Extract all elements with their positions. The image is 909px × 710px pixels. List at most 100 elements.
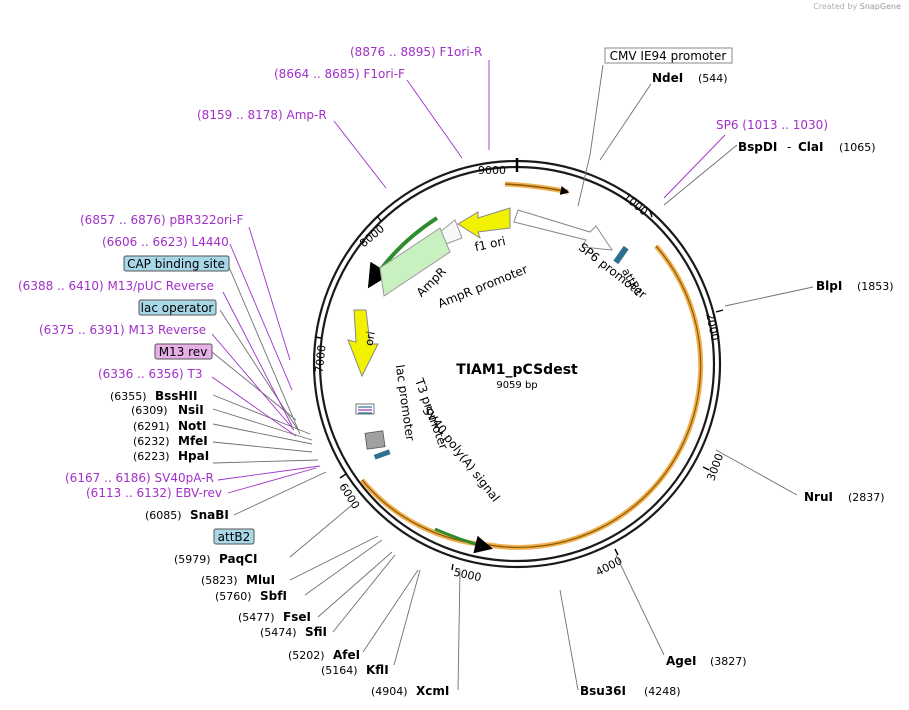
boxed-label-bg	[604, 47, 733, 64]
feature-label-f1-ori: f1 ori	[473, 234, 507, 254]
enzyme-name: NdeI	[652, 71, 683, 85]
primer-labels: (8876 .. 8895) F1ori-R (8664 .. 8685) F1…	[18, 45, 828, 500]
enzyme-name: XcmI	[416, 684, 449, 698]
sv40-block	[364, 430, 386, 450]
enzyme-name: BspDI	[738, 140, 777, 154]
primer-label: (6857 .. 6876) pBR322ori-F	[80, 213, 244, 227]
primer-label: (6375 .. 6391) M13 Reverse	[39, 323, 206, 337]
enzyme-pos: (6355)	[110, 390, 147, 403]
primer-label: (8876 .. 8895) F1ori-R	[350, 45, 482, 59]
enzyme-pos: (5823)	[201, 574, 238, 587]
enzyme-pos: (6309)	[131, 404, 168, 417]
f1-ori-arrow	[457, 207, 511, 240]
snapgene-logo-text: SnapGene	[859, 2, 901, 11]
enzyme-labels: NdeI (544) BspDI - ClaI (1065) BlpI (185…	[110, 71, 894, 698]
enzyme-name: BssHII	[155, 389, 197, 403]
enzyme-name: SnaBI	[190, 508, 229, 522]
orf-arc-top-line	[504, 183, 570, 195]
enzyme-name: MfeI	[178, 434, 208, 448]
credit-prefix: Created by	[813, 2, 858, 11]
enzyme-pos: (5474)	[260, 626, 297, 639]
boxed-label-bg	[138, 299, 217, 316]
enzyme-pos: (3827)	[710, 655, 747, 668]
orf-arcs	[360, 181, 704, 554]
primer-label: (6113 .. 6132) EBV-rev	[86, 486, 222, 500]
feature-label-sv40: SV40 poly(A) signal	[419, 404, 502, 505]
enzyme-name: AgeI	[666, 654, 696, 668]
tick-label: 4000	[594, 554, 625, 579]
boxed-label-bg	[213, 528, 255, 545]
boxed-labels: CMV IE94 promoter CAP binding site lac o…	[123, 47, 733, 545]
enzyme-name: MluI	[246, 573, 275, 587]
tick-label: 9000	[478, 164, 506, 177]
enzyme-pos: (6291)	[133, 420, 170, 433]
boxed-label-cmv: CMV IE94 promoter	[610, 49, 727, 63]
tick-label: 8000	[357, 222, 387, 250]
plasmid-length: 9059 bp	[496, 380, 537, 391]
ori-arrow	[347, 309, 379, 378]
enzyme-pos: (5760)	[215, 590, 252, 603]
tick-label: 3000	[704, 452, 726, 483]
enzyme-sep: -	[787, 140, 791, 154]
boxed-label-cap: CAP binding site	[127, 257, 225, 271]
boxed-label-bg	[123, 255, 230, 272]
green-arc-left	[367, 216, 439, 289]
primer-label: SP6 (1013 .. 1030)	[716, 118, 828, 132]
enzyme-name: NsiI	[178, 403, 204, 417]
green-orf-arc	[434, 527, 493, 554]
enzyme-name: NruI	[804, 490, 833, 504]
enzyme-name: PaqCI	[219, 552, 257, 566]
enzyme-pos: (4248)	[644, 685, 681, 698]
primer-label: (6336 .. 6356) T3	[98, 367, 202, 381]
orf-arc-main	[360, 244, 704, 550]
enzyme-pos: (6223)	[133, 450, 170, 463]
sp6-promoter-arrow	[513, 209, 614, 251]
enzyme-pos: (4904)	[371, 685, 408, 698]
enzyme-name: KflI	[366, 663, 389, 677]
leader-lines	[211, 64, 814, 691]
boxed-label-attb2: attB2	[218, 530, 251, 544]
enzyme-pos: (5979)	[174, 553, 211, 566]
enzyme-pos: (1853)	[857, 280, 894, 293]
enzyme-pos: (5202)	[288, 649, 325, 662]
plasmid-name: TIAM1_pCSdest	[456, 362, 578, 378]
enzyme-name: FseI	[283, 610, 311, 624]
enzyme-name: SfiI	[305, 625, 327, 639]
orf-arc-main-line	[361, 245, 702, 548]
enzyme-pos: (1065)	[839, 141, 876, 154]
features	[347, 207, 629, 460]
enzyme-pos: (544)	[698, 72, 728, 85]
primer-label: (8664 .. 8685) F1ori-F	[274, 67, 405, 81]
primer-label: (8159 .. 8178) Amp-R	[197, 108, 327, 122]
primer-label: (6167 .. 6186) SV40pA-R	[65, 471, 214, 485]
attb2-block	[373, 449, 391, 460]
enzyme-pos: (6232)	[133, 435, 170, 448]
boxed-label-lac-operator: lac operator	[141, 301, 214, 315]
enzyme-name: AfeI	[333, 648, 360, 662]
enzyme-pos: (6085)	[145, 509, 182, 522]
enzyme-name: ClaI	[798, 140, 823, 154]
feature-label-lac-promoter: lac promoter	[393, 364, 418, 442]
feature-label-ori: ori	[362, 330, 377, 346]
primer-label: (6606 .. 6623) L4440	[102, 235, 229, 249]
tick-label: 5000	[452, 566, 482, 585]
tick-label: 7000	[313, 344, 329, 373]
boxed-label-bg	[154, 343, 213, 360]
credit-text: Created by SnapGene	[813, 2, 901, 11]
attb1-block	[613, 245, 629, 265]
enzyme-pos: (5164)	[321, 664, 358, 677]
enzyme-pos: (2837)	[848, 491, 885, 504]
enzyme-pos: (5477)	[238, 611, 275, 624]
enzyme-name: NotI	[178, 419, 207, 433]
primer-leaders	[211, 60, 726, 494]
primer-label: (6388 .. 6410) M13/pUC Reverse	[18, 279, 214, 293]
ampr-arrow	[379, 227, 451, 297]
enzyme-name: HpaI	[178, 449, 209, 463]
enzyme-name: BlpI	[816, 279, 842, 293]
enzyme-name: SbfI	[260, 589, 287, 603]
lac-block	[355, 403, 375, 415]
boxed-label-m13-rev: M13 rev	[159, 345, 208, 359]
enzyme-name: Bsu36I	[580, 684, 626, 698]
tick-label: 2000	[703, 312, 722, 342]
